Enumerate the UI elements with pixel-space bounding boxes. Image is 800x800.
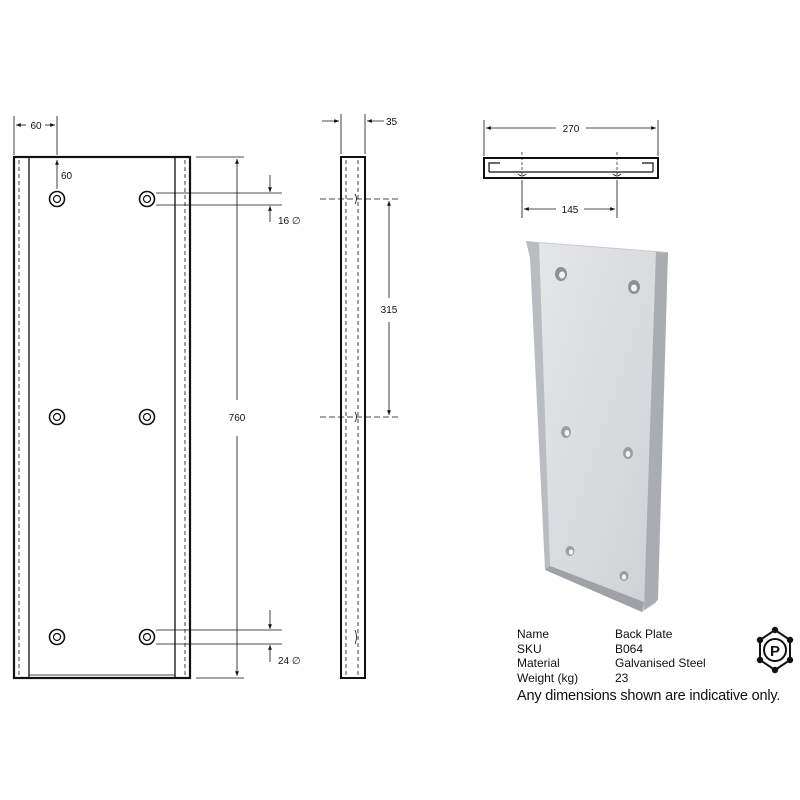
top-section: [483, 157, 659, 179]
spec-key: Weight (kg): [517, 670, 579, 685]
spec-key: SKU: [517, 641, 542, 656]
spec-row-material: Material Galvanised Steel: [517, 656, 706, 671]
front-view: 60 60 16 ∅ 760 24 ∅: [12, 116, 301, 680]
hole: [48, 628, 66, 646]
side-outline: [340, 156, 366, 679]
spec-row-name: Name Back Plate: [517, 627, 706, 642]
render-hole: [565, 546, 575, 556]
render-hole: [555, 267, 567, 281]
render-hole: [561, 426, 571, 438]
dim-hole-spacing-vertical: 315: [381, 305, 398, 316]
render-hole: [623, 447, 633, 459]
dim-depth: 35: [386, 117, 398, 128]
hole: [48, 408, 66, 426]
hole: [48, 190, 66, 208]
spec-value: Galvanised Steel: [615, 656, 706, 670]
side-view: 35 315: [320, 114, 398, 679]
disclaimer-note: Any dimensions shown are indicative only…: [517, 688, 781, 704]
hole: [138, 190, 156, 208]
dim-flange-width: 60: [30, 121, 42, 132]
spec-value: Back Plate: [615, 627, 673, 641]
hole: [138, 408, 156, 426]
spec-table: Name Back Plate SKU B064 Material Galvan…: [517, 627, 706, 685]
spec-key: Material: [517, 656, 560, 670]
logo-letter: P: [770, 643, 780, 660]
dim-hole-offset: 60: [61, 171, 73, 182]
spec-key: Name: [517, 627, 550, 641]
hole: [138, 628, 156, 646]
top-view: 270 145: [483, 120, 659, 218]
dim-bottom-hole-diameter: 24 ∅: [278, 656, 301, 667]
spec-row-weight: Weight (kg) 23: [517, 671, 706, 686]
render-hole: [619, 571, 629, 581]
render-hole: [628, 280, 640, 294]
spec-value: 23: [615, 670, 629, 685]
front-outline: [12, 155, 192, 680]
spec-value: B064: [615, 641, 644, 656]
dim-height: 760: [229, 413, 246, 424]
spec-row-sku: SKU B064: [517, 642, 706, 657]
dim-top-hole-diameter: 16 ∅: [278, 216, 301, 227]
plate-3d-render: [526, 241, 668, 612]
dim-width: 270: [563, 124, 580, 135]
brand-logo-icon: P: [756, 626, 794, 674]
dim-hole-spacing-horizontal: 145: [562, 205, 579, 216]
